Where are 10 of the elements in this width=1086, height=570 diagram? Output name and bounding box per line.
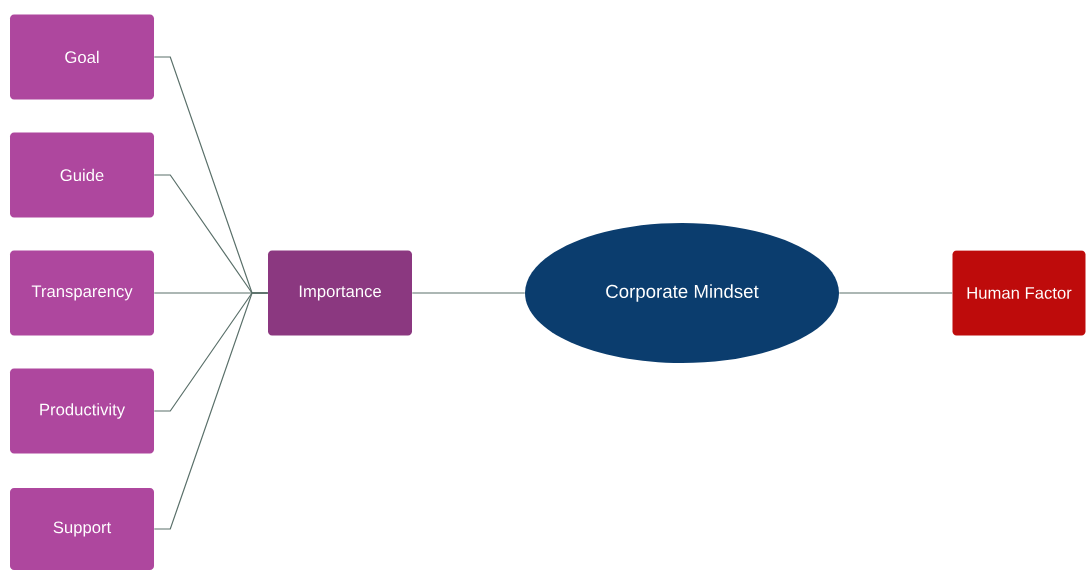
topic-box: Support: [10, 488, 154, 570]
branch-box: Human Factor: [952, 250, 1086, 336]
branch-box: Importance: [268, 250, 412, 336]
connector-line: [838, 292, 953, 294]
connector-line: [153, 292, 269, 530]
topic-box: Transparency: [10, 250, 154, 336]
connector-line: [411, 292, 526, 294]
topic-box: Guide: [10, 132, 154, 218]
topic-box: Productivity: [10, 368, 154, 454]
topic-box: Goal: [10, 14, 154, 100]
